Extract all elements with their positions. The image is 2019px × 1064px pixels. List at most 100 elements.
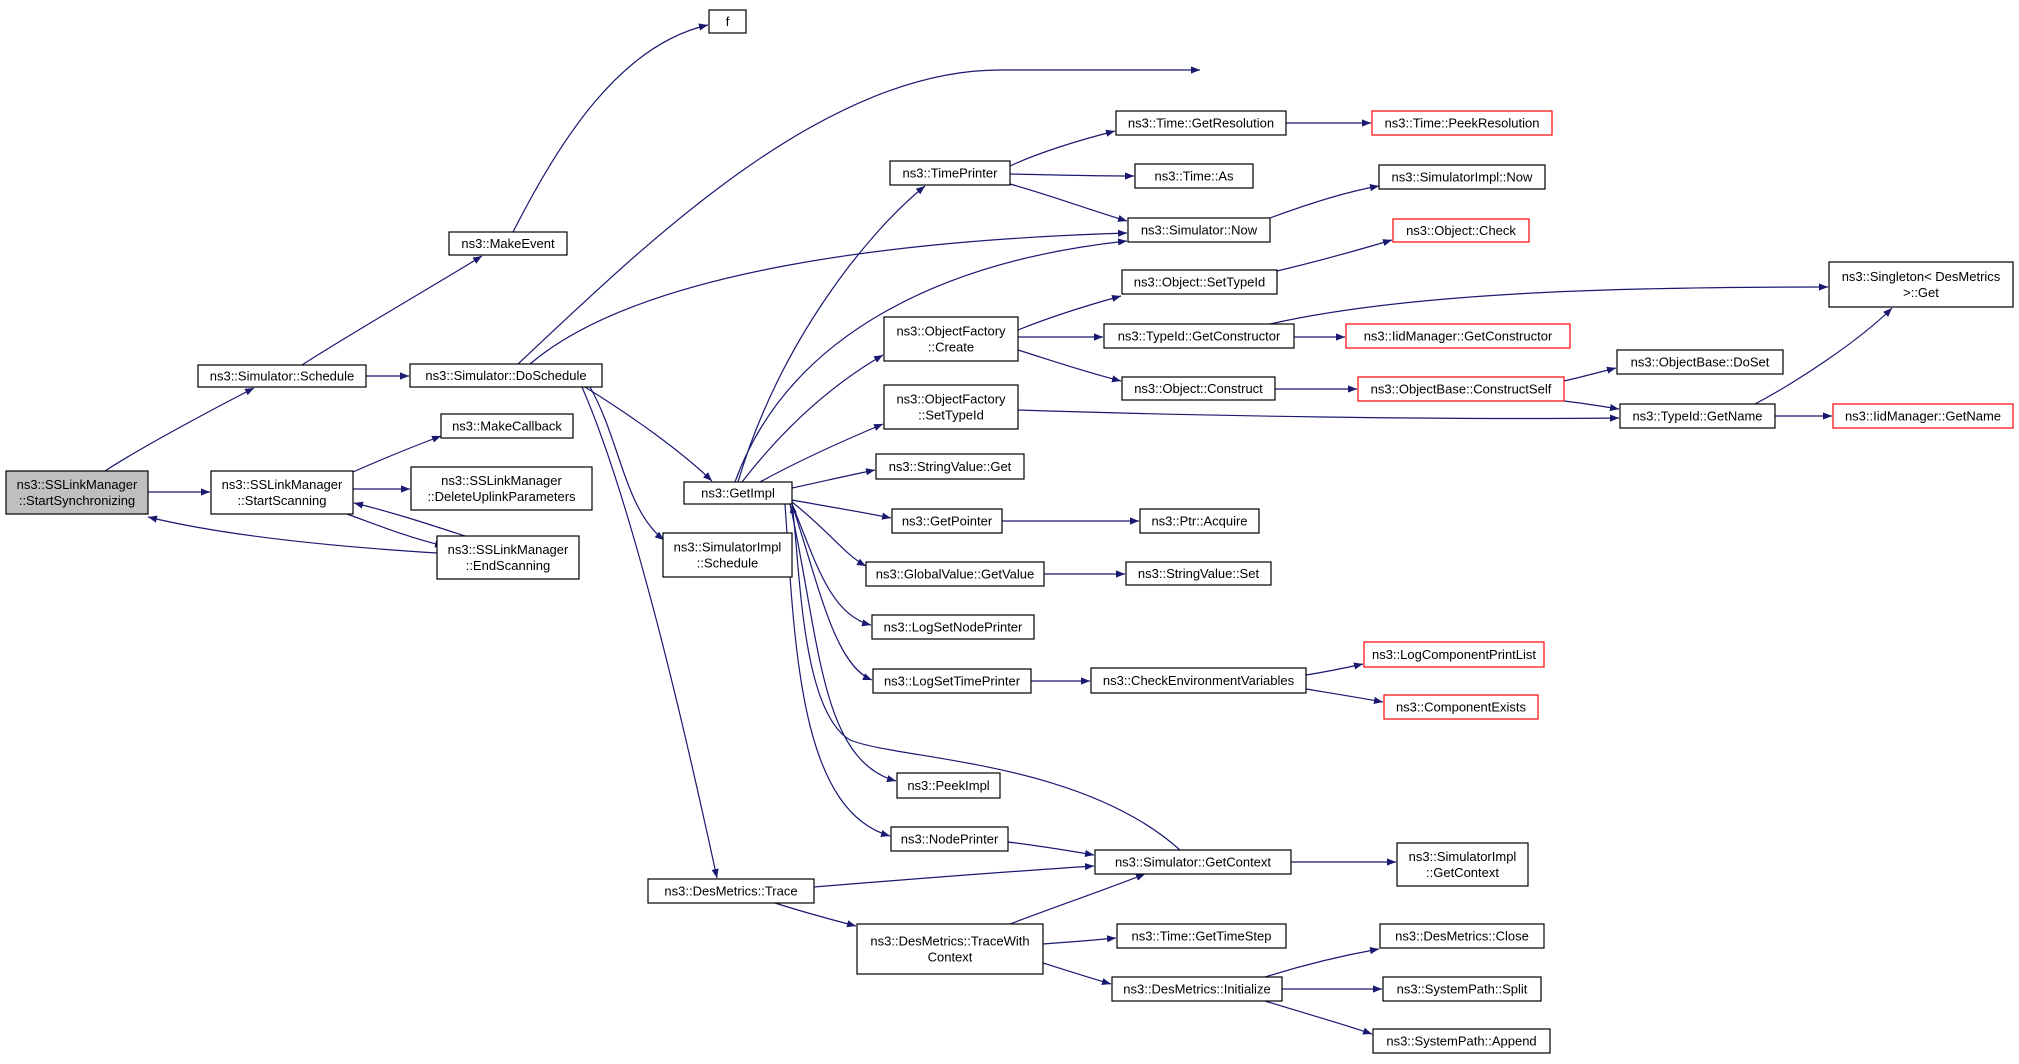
node-time_getres[interactable]: ns3::Time::GetResolution <box>1115 110 1287 136</box>
edge-sim_doschedule-to-getimpl <box>584 386 713 482</box>
edge-typeid_getctor-to-singleton_get <box>1269 283 1829 325</box>
edge-nodeprinter-to-sim_getcontext <box>1007 841 1095 858</box>
node-box <box>1383 694 1539 720</box>
node-box <box>883 384 1019 430</box>
node-iid_getctor[interactable]: ns3::IidManager::GetConstructor <box>1345 323 1571 349</box>
node-box <box>1125 561 1272 586</box>
node-timeprinter[interactable]: ns3::TimePrinter <box>889 160 1011 186</box>
node-log_printlist[interactable]: ns3::LogComponentPrintList <box>1363 641 1545 668</box>
node-label: ns3::Time::GetTimeStep <box>1132 929 1272 944</box>
node-objbase_doset[interactable]: ns3::ObjectBase::DoSet <box>1616 349 1784 375</box>
node-obj_construct[interactable]: ns3::Object::Construct <box>1121 376 1276 401</box>
node-label: ns3::LogComponentPrintList <box>1372 647 1536 662</box>
node-singleton_get[interactable]: ns3::Singleton< DesMetrics >::Get <box>1828 261 2014 308</box>
node-label: ns3::TypeId::GetConstructor <box>1118 329 1281 344</box>
node-des_trace[interactable]: ns3::DesMetrics::Trace <box>647 878 815 904</box>
node-box <box>683 481 793 505</box>
node-des_init[interactable]: ns3::DesMetrics::Initialize <box>1111 976 1283 1002</box>
edge-layer <box>104 23 1893 1035</box>
edge-getimpl-to-stringvalue_get <box>791 468 876 489</box>
edge-des_tracewith-to-time_gettimestep <box>1042 935 1117 945</box>
node-box <box>871 614 1035 640</box>
node-obj_check[interactable]: ns3::Object::Check <box>1392 218 1530 243</box>
node-start_sync[interactable]: ns3::SSLinkManager::StartSynchronizing <box>5 470 149 515</box>
node-sim_schedule[interactable]: ns3::Simulator::Schedule <box>197 364 367 388</box>
edge-of_create-to-obj_construct <box>1017 349 1122 383</box>
node-box <box>410 466 593 511</box>
node-getimpl[interactable]: ns3::GetImpl <box>683 481 793 505</box>
node-sim_now[interactable]: ns3::Simulator::Now <box>1127 217 1271 243</box>
node-label: ns3::TimePrinter <box>903 166 999 181</box>
node-box <box>440 413 574 439</box>
node-simimpl_now[interactable]: ns3::SimulatorImpl::Now <box>1378 164 1546 190</box>
node-label: ns3::Time::GetResolution <box>1128 116 1274 131</box>
edge-sim_schedule-to-make_event <box>301 255 483 366</box>
edge-des_tracewith-to-sim_getcontext <box>1009 873 1146 925</box>
node-des_close[interactable]: ns3::DesMetrics::Close <box>1379 923 1545 949</box>
node-make_callback[interactable]: ns3::MakeCallback <box>440 413 574 439</box>
node-syspath_split[interactable]: ns3::SystemPath::Split <box>1382 976 1542 1002</box>
node-nodeprinter[interactable]: ns3::NodePrinter <box>890 826 1009 852</box>
node-log_time[interactable]: ns3::LogSetTimePrinter <box>872 668 1032 694</box>
node-label: ns3::Simulator::DoSchedule <box>425 368 586 383</box>
node-sim_getcontext[interactable]: ns3::Simulator::GetContext <box>1094 849 1292 875</box>
node-typeid_getctor[interactable]: ns3::TypeId::GetConstructor <box>1103 323 1295 349</box>
edge-getimpl-to-sim_now <box>734 238 1128 483</box>
edge-des_trace-to-des_tracewith <box>774 902 857 928</box>
edge-sim_doschedule-to-des_trace <box>581 386 719 879</box>
node-label: ns3::TypeId::GetName <box>1632 409 1762 424</box>
edge-of_settypeid-to-typeid_getname <box>1017 409 1620 422</box>
node-box <box>1111 976 1283 1002</box>
node-label: Context <box>928 950 973 965</box>
node-label: ns3::ComponentExists <box>1396 700 1527 715</box>
node-simimpl_getcontext[interactable]: ns3::SimulatorImpl::GetContext <box>1396 842 1529 887</box>
node-getpointer[interactable]: ns3::GetPointer <box>891 508 1003 534</box>
node-log_node[interactable]: ns3::LogSetNodePrinter <box>871 614 1035 640</box>
node-simimpl_schedule[interactable]: ns3::SimulatorImpl::Schedule <box>662 532 793 578</box>
node-syspath_append[interactable]: ns3::SystemPath::Append <box>1372 1028 1551 1054</box>
node-label: ::GetContext <box>1426 865 1499 880</box>
node-label: ns3::SSLinkManager <box>222 477 343 492</box>
node-label: ns3::Time::As <box>1155 169 1234 184</box>
node-make_event[interactable]: ns3::MakeEvent <box>448 231 568 256</box>
node-label: ns3::StringValue::Set <box>1138 566 1260 581</box>
node-box <box>875 453 1025 480</box>
node-time_peekres[interactable]: ns3::Time::PeekResolution <box>1371 110 1553 136</box>
node-time_gettimestep[interactable]: ns3::Time::GetTimeStep <box>1116 923 1287 949</box>
edge-obj_settypeid-to-obj_check <box>1276 239 1393 272</box>
node-label: ::StartScanning <box>238 493 327 508</box>
node-sslm_endscan[interactable]: ns3::SSLinkManager::EndScanning <box>436 535 580 580</box>
node-label: ::DeleteUplinkParameters <box>427 489 576 504</box>
node-sslm_delete[interactable]: ns3::SSLinkManager::DeleteUplinkParamete… <box>410 466 593 511</box>
node-gv_getvalue[interactable]: ns3::GlobalValue::GetValue <box>865 561 1045 587</box>
node-box <box>890 826 1009 852</box>
node-typeid_getname[interactable]: ns3::TypeId::GetName <box>1619 403 1776 429</box>
node-sim_doschedule[interactable]: ns3::Simulator::DoSchedule <box>409 363 603 388</box>
node-box <box>891 508 1003 534</box>
node-check_env[interactable]: ns3::CheckEnvironmentVariables <box>1090 667 1307 694</box>
node-of_settypeid[interactable]: ns3::ObjectFactory::SetTypeId <box>883 384 1019 430</box>
node-stringvalue_set[interactable]: ns3::StringValue::Set <box>1125 561 1272 586</box>
node-time_as[interactable]: ns3::Time::As <box>1134 163 1254 189</box>
node-of_create[interactable]: ns3::ObjectFactory::Create <box>883 316 1019 362</box>
node-box <box>889 160 1011 186</box>
node-f[interactable]: f <box>708 9 747 34</box>
edge-getimpl-to-of_create <box>741 354 884 483</box>
node-ptr_acquire[interactable]: ns3::Ptr::Acquire <box>1139 508 1260 534</box>
node-peekimpl[interactable]: ns3::PeekImpl <box>896 772 1001 799</box>
node-obj_settypeid[interactable]: ns3::Object::SetTypeId <box>1121 269 1278 295</box>
node-label: ns3::SimulatorImpl::Now <box>1392 170 1533 185</box>
node-iid_getname[interactable]: ns3::IidManager::GetName <box>1832 403 2014 429</box>
node-stringvalue_get[interactable]: ns3::StringValue::Get <box>875 453 1025 480</box>
node-sslm_startscan[interactable]: ns3::SSLinkManager::StartScanning <box>210 470 354 515</box>
node-label: ns3::SystemPath::Split <box>1397 982 1528 997</box>
node-comp_exists[interactable]: ns3::ComponentExists <box>1383 694 1539 720</box>
node-label: ns3::GlobalValue::GetValue <box>876 567 1035 582</box>
node-box <box>856 923 1044 975</box>
node-label: ns3::Singleton< DesMetrics <box>1842 269 2001 284</box>
edge-des_tracewith-to-des_init <box>1042 962 1112 985</box>
edge-timeprinter-to-time_getres <box>1009 129 1116 167</box>
edge-getimpl-to-log_time <box>791 503 873 681</box>
node-objbase_constructself[interactable]: ns3::ObjectBase::ConstructSelf <box>1357 376 1565 402</box>
